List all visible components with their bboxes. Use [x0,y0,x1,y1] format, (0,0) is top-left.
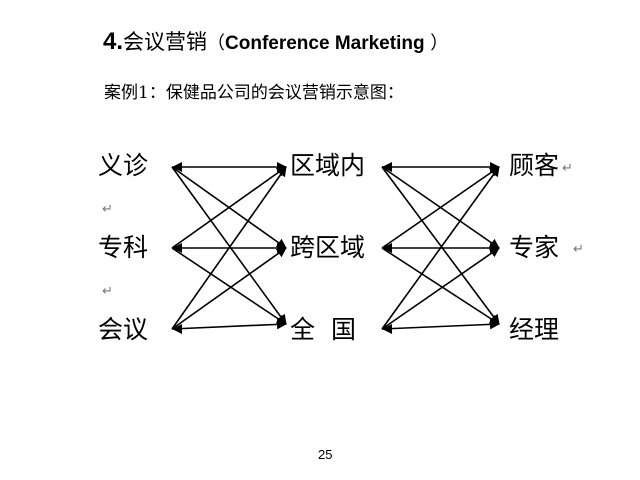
title-number: 4. [103,28,124,55]
node-zhuanke: 专科 [98,233,149,262]
title-main: 会议营销 [123,30,208,54]
arrow-1-3-1 [171,166,287,330]
source-arrowhead-2-2 [382,243,392,253]
arrow-2-2-3 [381,247,500,325]
node-guke: 顾客 [509,151,560,180]
return-mark-icon: ↵ [102,202,113,217]
source-arrowhead-1-3 [172,324,182,334]
arrow-2-3-1 [381,166,500,330]
arrow-1-2-3 [171,247,287,325]
return-mark-icon: ↵ [573,242,584,257]
source-arrowhead-2-1 [382,162,392,172]
node-yizhen: 义诊 [98,151,149,180]
node-quyunei: 区域内 [290,151,366,180]
arrow-layer [171,162,500,334]
return-mark-icon: ↵ [562,161,573,176]
slide-subtitle: 案例1：保健品公司的会议营销示意图： [104,83,404,103]
arrow-2-3-2 [381,247,500,330]
source-arrowhead-1-1 [172,162,182,172]
return-mark-icon: ↵ [102,284,113,299]
source-arrowhead-1-2 [172,243,182,253]
slide-title: 4.会议营销（Conference Marketing ） [103,30,448,54]
arrow-1-3-3 [171,319,287,330]
arrow-1-3-2 [171,247,287,330]
arrow-2-3-3 [381,319,500,330]
title-english: Conference Marketing [225,33,425,54]
title-open-paren: （ [207,33,226,54]
source-arrowhead-2-3 [382,324,392,334]
arrow-2-2-1 [381,166,500,249]
arrow-1-2-1 [171,166,287,249]
arrow-1-1-3 [171,166,287,325]
node-jingli: 经理 [509,315,560,344]
title-close-paren: ） [424,33,449,54]
node-kuaquyu: 跨区域 [290,233,366,262]
node-zhuanjia: 专家 [509,233,560,262]
node-quanguo: 全 国 [290,315,360,344]
node-huiyi: 会议 [98,315,149,344]
arrow-2-1-3 [381,166,500,325]
page-number: 25 [318,447,333,462]
